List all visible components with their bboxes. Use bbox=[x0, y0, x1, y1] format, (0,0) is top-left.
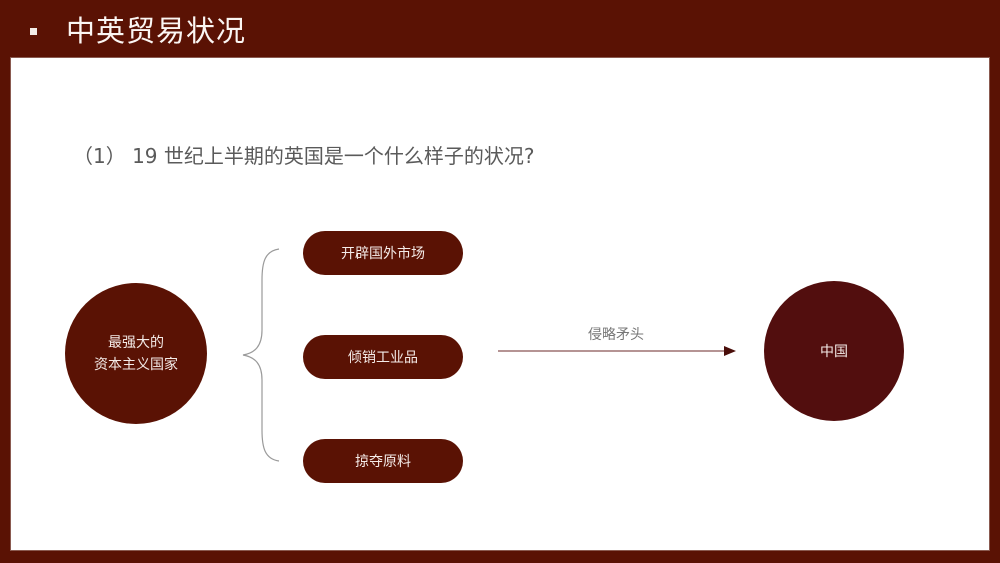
branch-label: 开辟国外市场 bbox=[341, 246, 425, 262]
title-bar: 中英贸易状况 bbox=[0, 0, 1000, 57]
question-text: （1） 19 世纪上半期的英国是一个什么样子的状况? bbox=[73, 144, 535, 168]
branch-dump-goods: 倾销工业品 bbox=[303, 335, 463, 379]
britain-node: 最强大的 资本主义国家 bbox=[65, 283, 207, 424]
slide-title: 中英贸易状况 bbox=[66, 14, 247, 48]
britain-node-line2: 资本主义国家 bbox=[94, 356, 178, 373]
arrow-head-icon bbox=[724, 346, 736, 356]
branch-label: 倾销工业品 bbox=[348, 350, 418, 366]
branch-open-markets: 开辟国外市场 bbox=[303, 231, 463, 275]
china-node-label: 中国 bbox=[820, 344, 848, 360]
branch-plunder-materials: 掠夺原料 bbox=[303, 439, 463, 483]
square-bullet-icon bbox=[30, 28, 37, 35]
curly-brace-icon bbox=[242, 248, 280, 462]
china-node: 中国 bbox=[764, 281, 904, 421]
britain-node-line1: 最强大的 bbox=[108, 334, 164, 351]
arrow-label: 侵略矛头 bbox=[588, 327, 644, 343]
branch-label: 掠夺原料 bbox=[355, 454, 411, 470]
